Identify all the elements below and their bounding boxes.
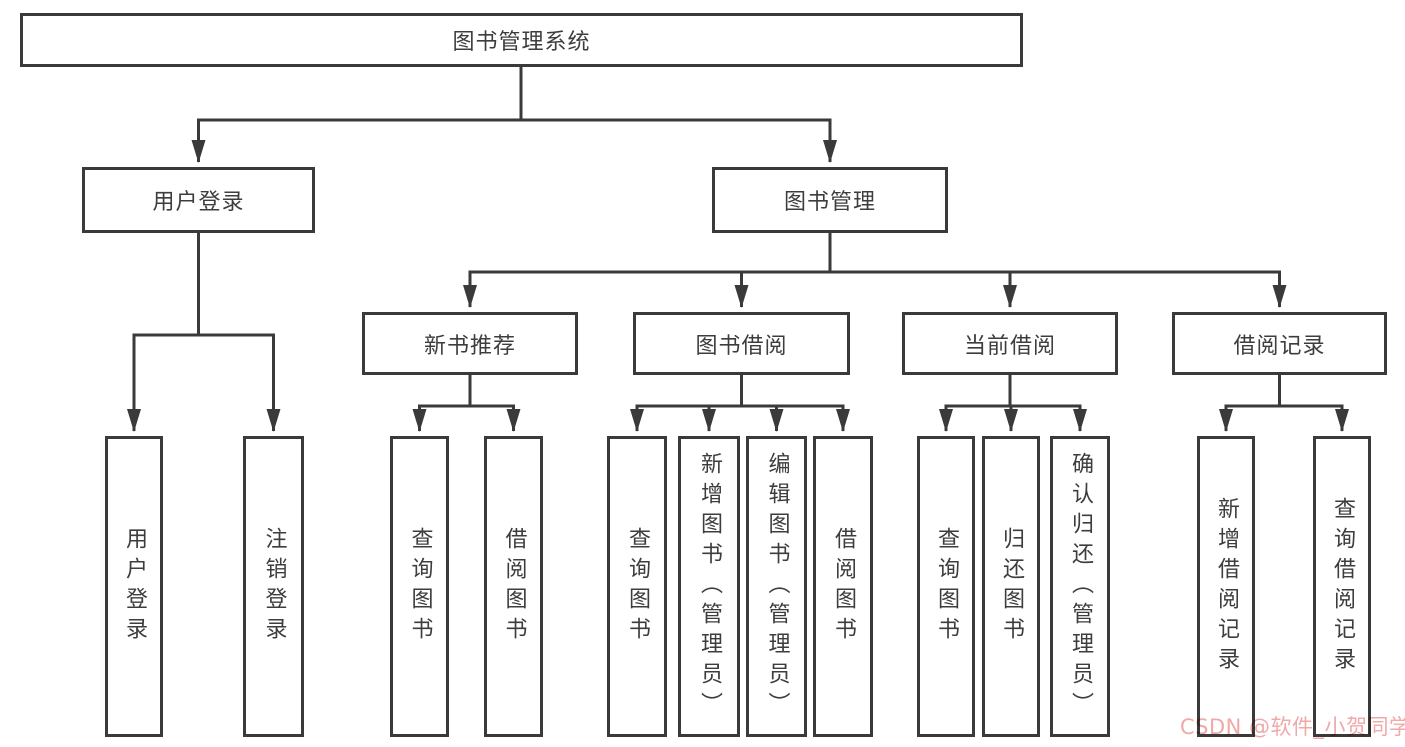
leaf-confirm-return-admin-label: 确认归还（管理员） (1068, 451, 1093, 722)
node-root-label: 图书管理系统 (452, 30, 591, 55)
leaf-borrow-books-1: 借阅图书 (484, 436, 543, 737)
node-borrow-records-label: 借阅记录 (1233, 333, 1326, 359)
node-borrow-records: 借阅记录 (1172, 312, 1387, 375)
node-user-login-label: 用户登录 (152, 190, 245, 215)
node-book-borrow: 图书借阅 (633, 312, 850, 375)
leaf-add-book-admin: 新增图书（管理员） (678, 436, 740, 737)
node-current-borrow-label: 当前借阅 (963, 333, 1056, 359)
leaf-user-login: 用户登录 (105, 436, 163, 737)
leaf-add-book-admin-label: 新增图书（管理员） (697, 451, 722, 722)
leaf-borrow-books-1-label: 借阅图书 (501, 526, 527, 647)
leaf-add-borrow-record: 新增借阅记录 (1197, 436, 1255, 737)
node-book-management-label: 图书管理 (783, 190, 876, 215)
node-user-login: 用户登录 (82, 167, 315, 233)
node-root: 图书管理系统 (20, 13, 1023, 67)
leaf-query-books-2: 查询图书 (607, 436, 667, 737)
node-new-book-recommend: 新书推荐 (362, 312, 578, 375)
node-book-management: 图书管理 (712, 167, 948, 233)
node-current-borrow: 当前借阅 (902, 312, 1118, 375)
node-new-book-recommend-label: 新书推荐 (423, 333, 516, 359)
leaf-add-borrow-record-label: 新增借阅记录 (1214, 496, 1239, 677)
leaf-query-books-1: 查询图书 (390, 436, 449, 737)
leaf-edit-book-admin-label: 编辑图书（管理员） (764, 451, 790, 722)
leaf-query-books-3-label: 查询图书 (934, 526, 959, 647)
leaf-edit-book-admin: 编辑图书（管理员） (746, 436, 807, 737)
leaf-logout-label: 注销登录 (261, 526, 287, 647)
leaf-query-borrow-record: 查询借阅记录 (1313, 436, 1371, 737)
leaf-query-books-2-label: 查询图书 (625, 526, 650, 647)
leaf-query-books-1-label: 查询图书 (407, 526, 433, 647)
leaf-user-login-label: 用户登录 (122, 526, 147, 647)
node-book-borrow-label: 图书借阅 (695, 333, 788, 359)
leaf-return-books: 归还图书 (982, 436, 1040, 737)
leaf-query-borrow-record-label: 查询借阅记录 (1330, 496, 1355, 677)
leaf-borrow-books-2-label: 借阅图书 (831, 526, 856, 647)
leaf-borrow-books-2: 借阅图书 (813, 436, 873, 737)
leaf-query-books-3: 查询图书 (917, 436, 975, 737)
leaf-confirm-return-admin: 确认归还（管理员） (1050, 436, 1110, 737)
csdn-watermark: CSDN @软件_小贺同学 (1180, 715, 1405, 739)
leaf-return-books-label: 归还图书 (999, 526, 1024, 647)
leaf-logout: 注销登录 (243, 436, 304, 737)
